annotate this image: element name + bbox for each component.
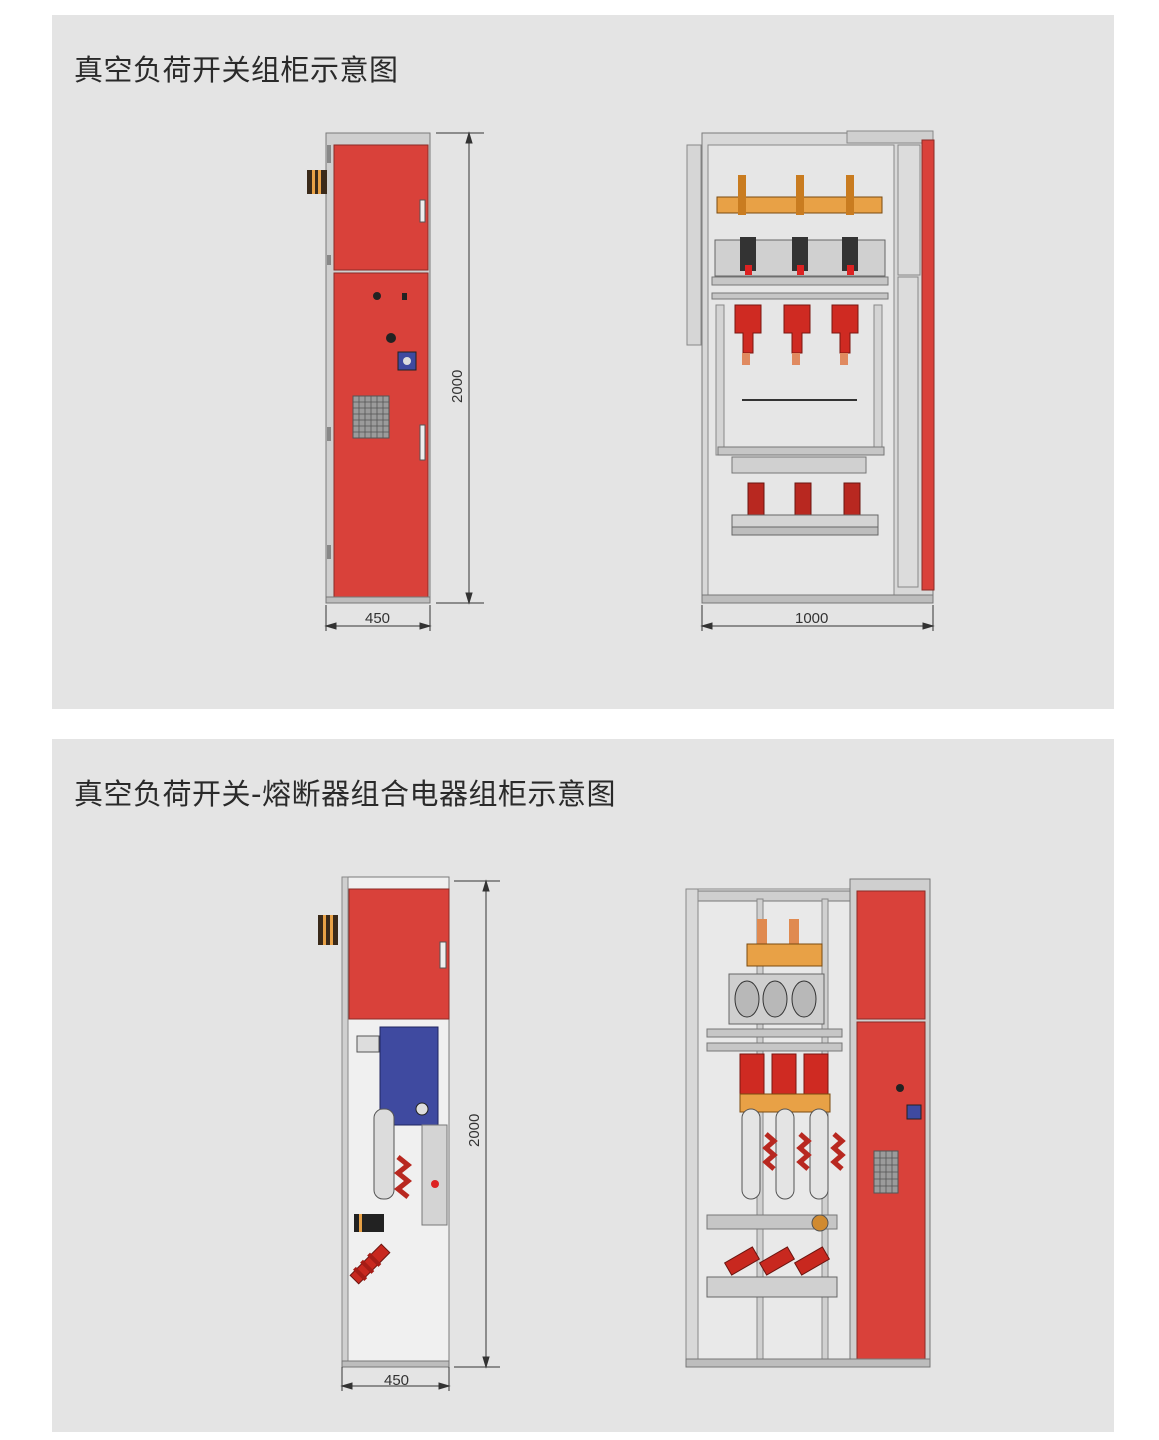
front-view-cabinet: [686, 130, 935, 604]
side-view-cabinet: [307, 132, 431, 604]
side-width-dimension-line: [324, 605, 432, 631]
diagram-panel-load-switch: 真空负荷开关组柜示意图: [52, 15, 1114, 709]
height-dimension-line: [454, 879, 500, 1369]
front-view-cabinet: [685, 878, 931, 1368]
height-label: 2000: [449, 370, 466, 403]
front-width-label: 1000: [795, 610, 828, 627]
side-width-label: 450: [365, 610, 390, 627]
panel2-drawing: 2000 450: [318, 876, 931, 1391]
upper-door: [348, 888, 450, 1020]
panel1-drawing: 2000 450: [307, 130, 935, 631]
diagram-panel-fuse-combination: 真空负荷开关-熔断器组合电器组柜示意图: [52, 739, 1114, 1432]
panel-title: 真空负荷开关组柜示意图: [74, 53, 399, 87]
front-width-dimension-line: [700, 605, 935, 631]
side-width-label: 450: [384, 1372, 409, 1389]
panel-title: 真空负荷开关-熔断器组合电器组柜示意图: [74, 777, 616, 811]
height-label: 2000: [466, 1114, 483, 1147]
side-width-dimension-line: [340, 1367, 451, 1391]
height-dimension-line: [436, 131, 484, 605]
side-view-cabinet: [318, 876, 450, 1368]
upper-door: [333, 144, 429, 271]
